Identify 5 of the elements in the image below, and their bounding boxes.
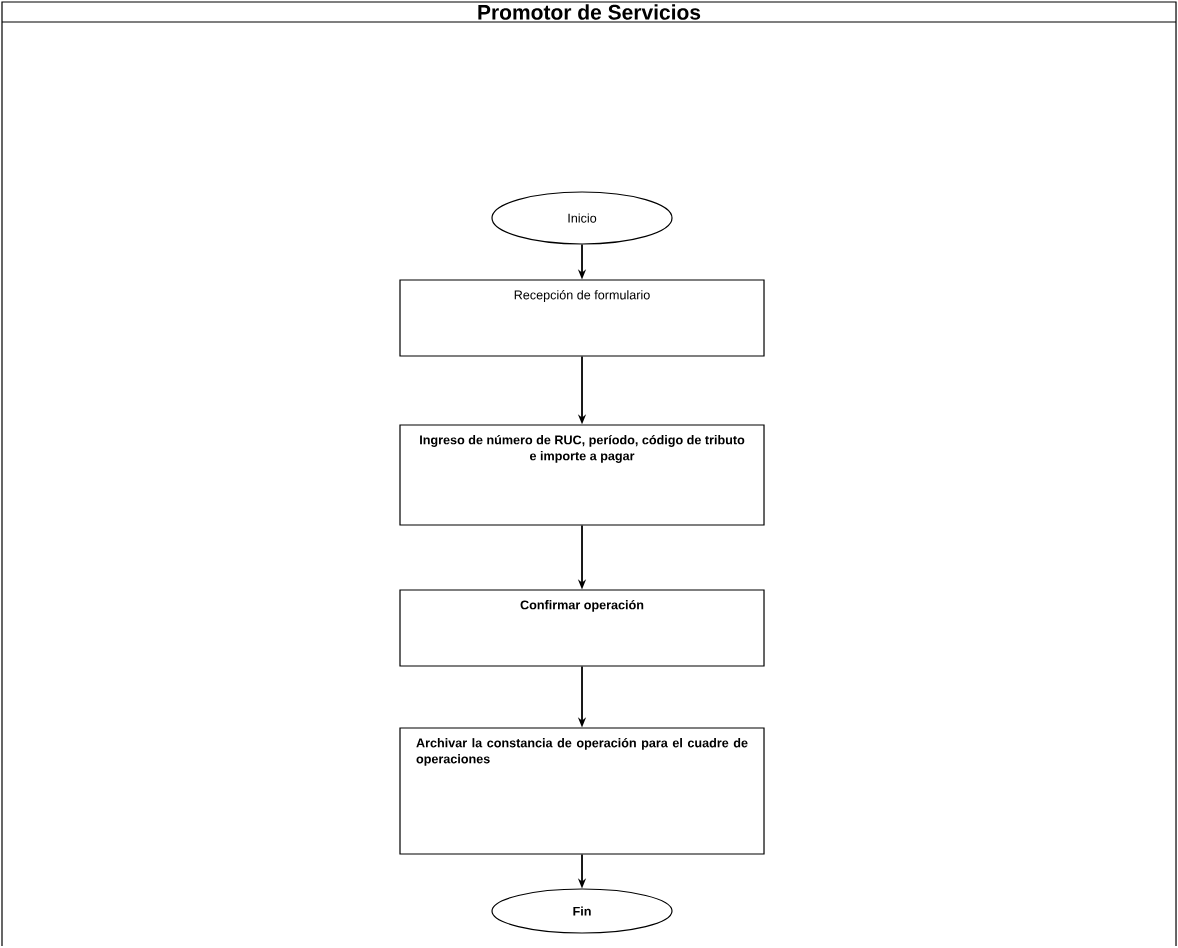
process-box: Ingreso de número de RUC, período, código de tributo e importe a pagar	[399, 424, 765, 526]
process-box: Confirmar operación	[399, 589, 765, 667]
process-box: Archivar la constancia de operación para el cuadre de operaciones	[399, 727, 765, 855]
process-box: Recepción de formulario	[399, 279, 765, 357]
title-band: Promotor de Servicios	[1, 4, 1177, 23]
